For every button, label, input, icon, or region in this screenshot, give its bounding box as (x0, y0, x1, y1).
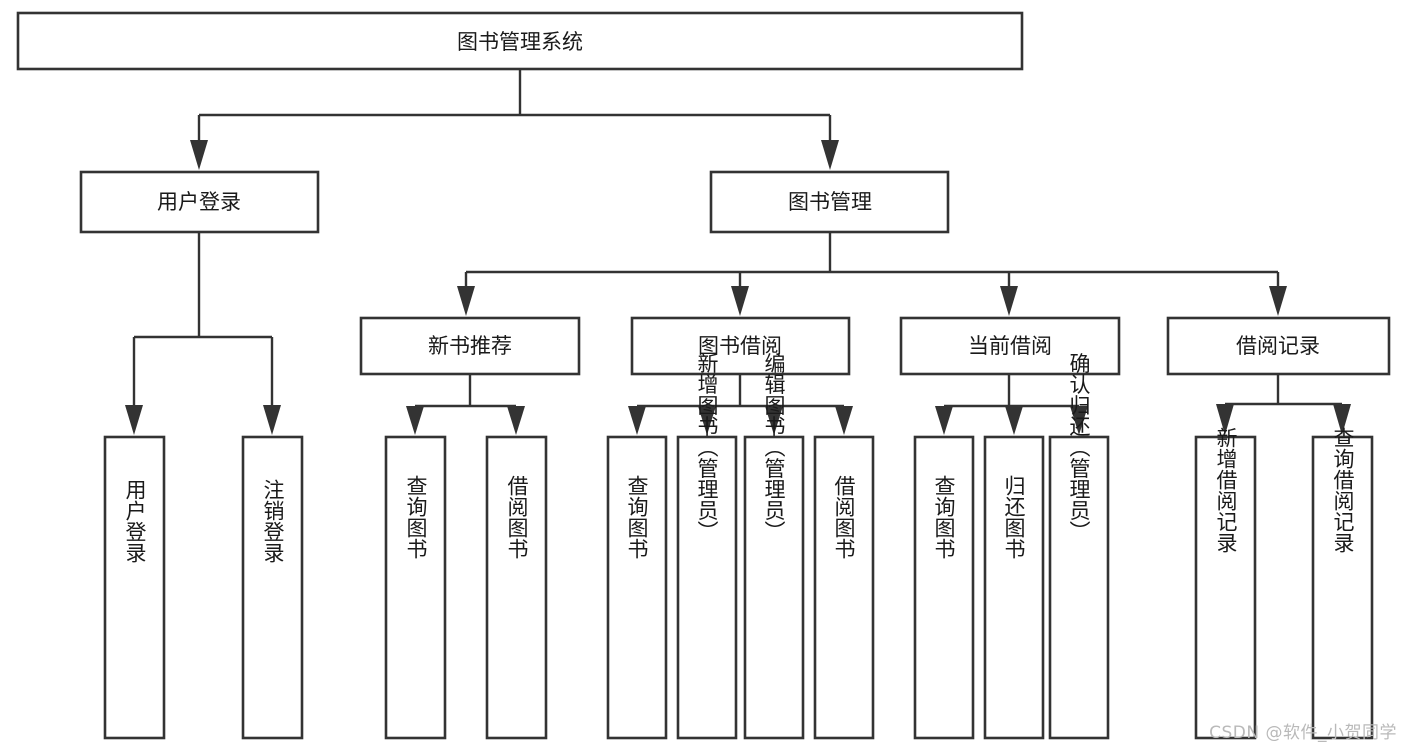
node-book-borrow[interactable]: 图书借阅 (630, 316, 851, 376)
node-leaf-user-login-box (103, 435, 166, 740)
node-leaf-borrow-book-rec[interactable]: 借阅图书 (485, 435, 548, 740)
connector-layer (125, 69, 1351, 435)
node-leaf-return-book-box (983, 435, 1045, 740)
node-leaf-query-borrow-record[interactable]: 查询借阅记录 (1311, 427, 1374, 740)
arrow-head-new-book-recommend (457, 286, 475, 316)
node-leaf-borrow-book-rec-box (485, 435, 548, 740)
arrow-head-leaf-add-borrow-record (1216, 404, 1234, 435)
arrow-head-leaf-borrow-book-rec (507, 406, 525, 435)
node-leaf-add-book-admin-label: 新增图书（管理员） (695, 353, 719, 542)
node-leaf-query-borrow-record-label: 查询借阅记录 (1331, 427, 1355, 553)
node-current-borrow[interactable]: 当前借阅 (899, 316, 1121, 376)
arrow-head-leaf-user-login (125, 405, 143, 435)
node-leaf-query-book-current-box (913, 435, 975, 740)
node-leaf-borrow-book-box (813, 435, 875, 740)
node-user-login-box (79, 170, 320, 234)
node-leaf-add-borrow-record[interactable]: 新增借阅记录 (1194, 427, 1257, 740)
node-leaf-return-book[interactable]: 归还图书 (983, 435, 1045, 740)
node-leaf-query-book-current[interactable]: 查询图书 (913, 435, 975, 740)
node-leaf-logout-login-label: 注销登录 (261, 479, 285, 563)
node-leaf-query-borrow-record-box (1311, 435, 1374, 740)
arrow-head-current-borrow (1000, 286, 1018, 316)
arrow-head-user-login (190, 140, 208, 170)
node-leaf-confirm-return-admin-label: 确认归还（管理员） (1067, 353, 1091, 542)
node-leaf-query-book-rec[interactable]: 查询图书 (384, 435, 447, 740)
node-leaf-logout-login[interactable]: 注销登录 (241, 435, 304, 740)
node-user-login-label: 用户登录 (157, 190, 241, 214)
node-borrow-record-label: 借阅记录 (1236, 334, 1320, 358)
node-leaf-query-book-borrow-box (606, 435, 668, 740)
node-leaf-query-book-borrow-label: 查询图书 (625, 475, 649, 559)
node-leaf-confirm-return-admin[interactable]: 确认归还（管理员） (1048, 353, 1110, 740)
node-root-label: 图书管理系统 (457, 30, 583, 54)
node-leaf-add-borrow-record-box (1194, 435, 1257, 740)
node-book-borrow-label: 图书借阅 (698, 334, 782, 358)
node-book-management-label: 图书管理 (788, 190, 872, 214)
node-leaf-edit-book-admin[interactable]: 编辑图书（管理员） (743, 353, 805, 740)
node-root-box (16, 11, 1024, 71)
node-leaf-confirm-return-admin-box (1048, 435, 1110, 740)
node-book-management-box (709, 170, 950, 234)
node-leaf-add-borrow-record-label: 新增借阅记录 (1214, 427, 1238, 553)
arrow-head-leaf-borrow-book (835, 406, 853, 435)
node-current-borrow-label: 当前借阅 (968, 334, 1052, 358)
node-leaf-logout-login-box (241, 435, 304, 740)
node-user-login[interactable]: 用户登录 (79, 170, 320, 234)
node-leaf-borrow-book-rec-label: 借阅图书 (505, 475, 529, 559)
node-leaf-query-book-rec-label: 查询图书 (404, 475, 428, 559)
arrow-head-leaf-query-borrow-record (1333, 404, 1351, 435)
arrow-head-leaf-query-book-borrow (628, 406, 646, 435)
arrow-head-borrow-record (1269, 286, 1287, 316)
node-current-borrow-box (899, 316, 1121, 376)
node-leaf-edit-book-admin-box (743, 435, 805, 740)
node-new-book-recommend[interactable]: 新书推荐 (359, 316, 581, 376)
node-leaf-borrow-book[interactable]: 借阅图书 (813, 435, 875, 740)
arrow-head-book-borrow (731, 286, 749, 316)
node-book-borrow-box (630, 316, 851, 376)
node-leaf-edit-book-admin-label: 编辑图书（管理员） (762, 353, 786, 542)
node-leaf-add-book-admin[interactable]: 新增图书（管理员） (676, 353, 738, 740)
node-borrow-record-box (1166, 316, 1391, 376)
node-root[interactable]: 图书管理系统 (16, 11, 1024, 71)
arrow-head-leaf-query-book-current (935, 406, 953, 435)
node-leaf-borrow-book-label: 借阅图书 (832, 475, 856, 559)
node-leaf-return-book-label: 归还图书 (1002, 475, 1026, 559)
node-new-book-recommend-label: 新书推荐 (428, 334, 512, 358)
node-leaf-user-login-label: 用户登录 (123, 479, 147, 563)
arrow-head-leaf-logout-login (263, 405, 281, 435)
node-borrow-record[interactable]: 借阅记录 (1166, 316, 1391, 376)
arrow-head-leaf-edit-book-admin (765, 406, 783, 435)
arrow-head-leaf-query-book-rec (406, 406, 424, 435)
node-leaf-user-login[interactable]: 用户登录 (103, 435, 166, 740)
node-leaf-query-book-current-label: 查询图书 (932, 475, 956, 559)
arrow-head-leaf-return-book (1005, 406, 1023, 435)
node-leaf-query-book-rec-box (384, 435, 447, 740)
node-leaf-add-book-admin-box (676, 435, 738, 740)
arrow-head-leaf-add-book-admin (698, 406, 716, 435)
arrow-head-leaf-confirm-return-admin (1070, 406, 1088, 435)
node-new-book-recommend-box (359, 316, 581, 376)
node-leaf-query-book-borrow[interactable]: 查询图书 (606, 435, 668, 740)
node-book-management[interactable]: 图书管理 (709, 170, 950, 234)
arrow-head-book-management (821, 140, 839, 170)
